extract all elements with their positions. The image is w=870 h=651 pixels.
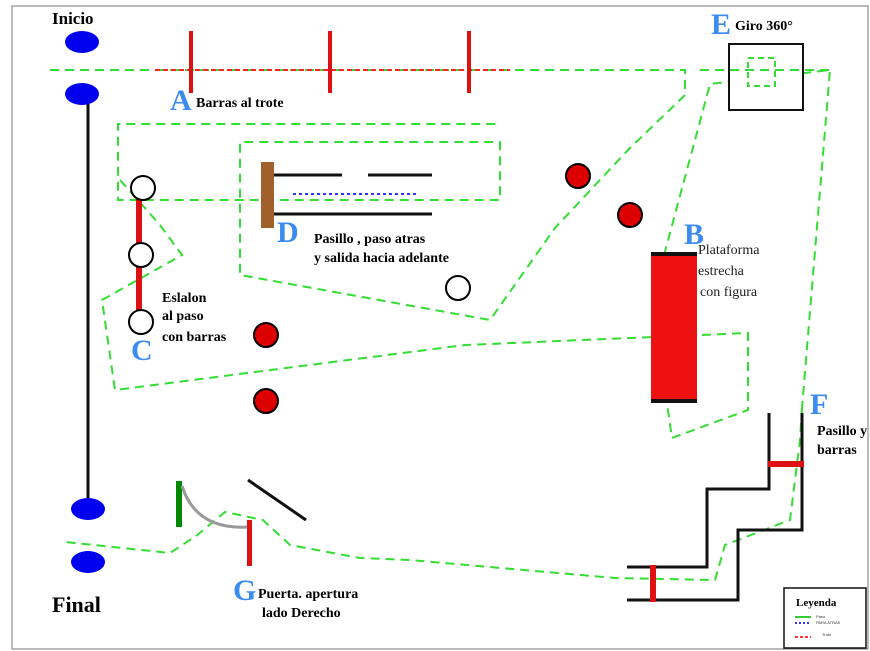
corridor-bar — [650, 565, 656, 602]
gate-panel — [247, 478, 307, 522]
start-label: Inicio — [52, 9, 94, 28]
station-f-line2: barras — [817, 443, 857, 458]
trot-poles — [189, 31, 471, 93]
station-c-line1: Eslalon — [162, 291, 207, 306]
station-e-text: Giro 360° — [735, 19, 793, 34]
trot-pole — [189, 31, 193, 93]
trot-pole — [328, 31, 332, 93]
station-d-line2: y salida hacia adelante — [314, 251, 449, 266]
station-g-line1: Puerta. apertura — [258, 587, 358, 602]
station-d-line1: Pasillo , paso atras — [314, 232, 426, 247]
station-letter-a: A — [170, 84, 192, 117]
diagram-frame — [11, 5, 869, 650]
red-cone — [253, 322, 279, 348]
station-letter-b: B — [684, 218, 704, 251]
station-c-line3: con barras — [162, 330, 227, 345]
station-a-text: Barras al trote — [196, 96, 284, 111]
corridor-post — [261, 162, 274, 228]
red-cone — [617, 202, 643, 228]
station-letter-c: C — [131, 334, 153, 367]
station-g-line2: lado Derecho — [262, 606, 341, 621]
legend-trot-label: Trote — [822, 632, 832, 637]
gate-bar — [247, 520, 252, 566]
corridor-bar — [768, 461, 804, 467]
station-f-line1: Pasillo y — [817, 424, 867, 439]
corridor-cone — [445, 275, 471, 301]
station-letter-f: F — [810, 388, 828, 421]
turn-360-loop — [747, 57, 776, 87]
station-b-line3: con figura — [700, 285, 758, 300]
gate-post — [176, 481, 182, 527]
station-letter-e: E — [711, 8, 731, 41]
slalom-cone — [128, 309, 154, 335]
red-cone — [253, 388, 279, 414]
gate-swing — [180, 485, 249, 529]
narrow-platform — [651, 254, 697, 401]
station-c-line2: al paso — [162, 309, 204, 324]
station-b-line2: estrecha — [698, 264, 745, 279]
slalom-cone — [130, 175, 156, 201]
start-marker — [65, 31, 99, 53]
start-marker-2 — [65, 83, 99, 105]
turn-360-box — [728, 43, 804, 111]
walk-path — [50, 68, 832, 582]
finish-marker — [71, 498, 105, 520]
station-letter-g: G — [233, 574, 256, 607]
legend-walk-label: Paso — [816, 614, 826, 619]
station-letter-d: D — [277, 216, 299, 249]
legend: Leyenda Paso PARA ATRAS Trote — [783, 587, 867, 649]
slalom-cone — [128, 242, 154, 268]
finish-label: Final — [52, 592, 101, 617]
legend-back-label: PARA ATRAS — [816, 620, 841, 625]
finish-marker-2 — [71, 551, 105, 573]
trot-pole — [467, 31, 471, 93]
station-b-line1: Plataforma — [698, 243, 760, 258]
red-cone — [565, 163, 591, 189]
legend-title: Leyenda — [796, 597, 837, 609]
